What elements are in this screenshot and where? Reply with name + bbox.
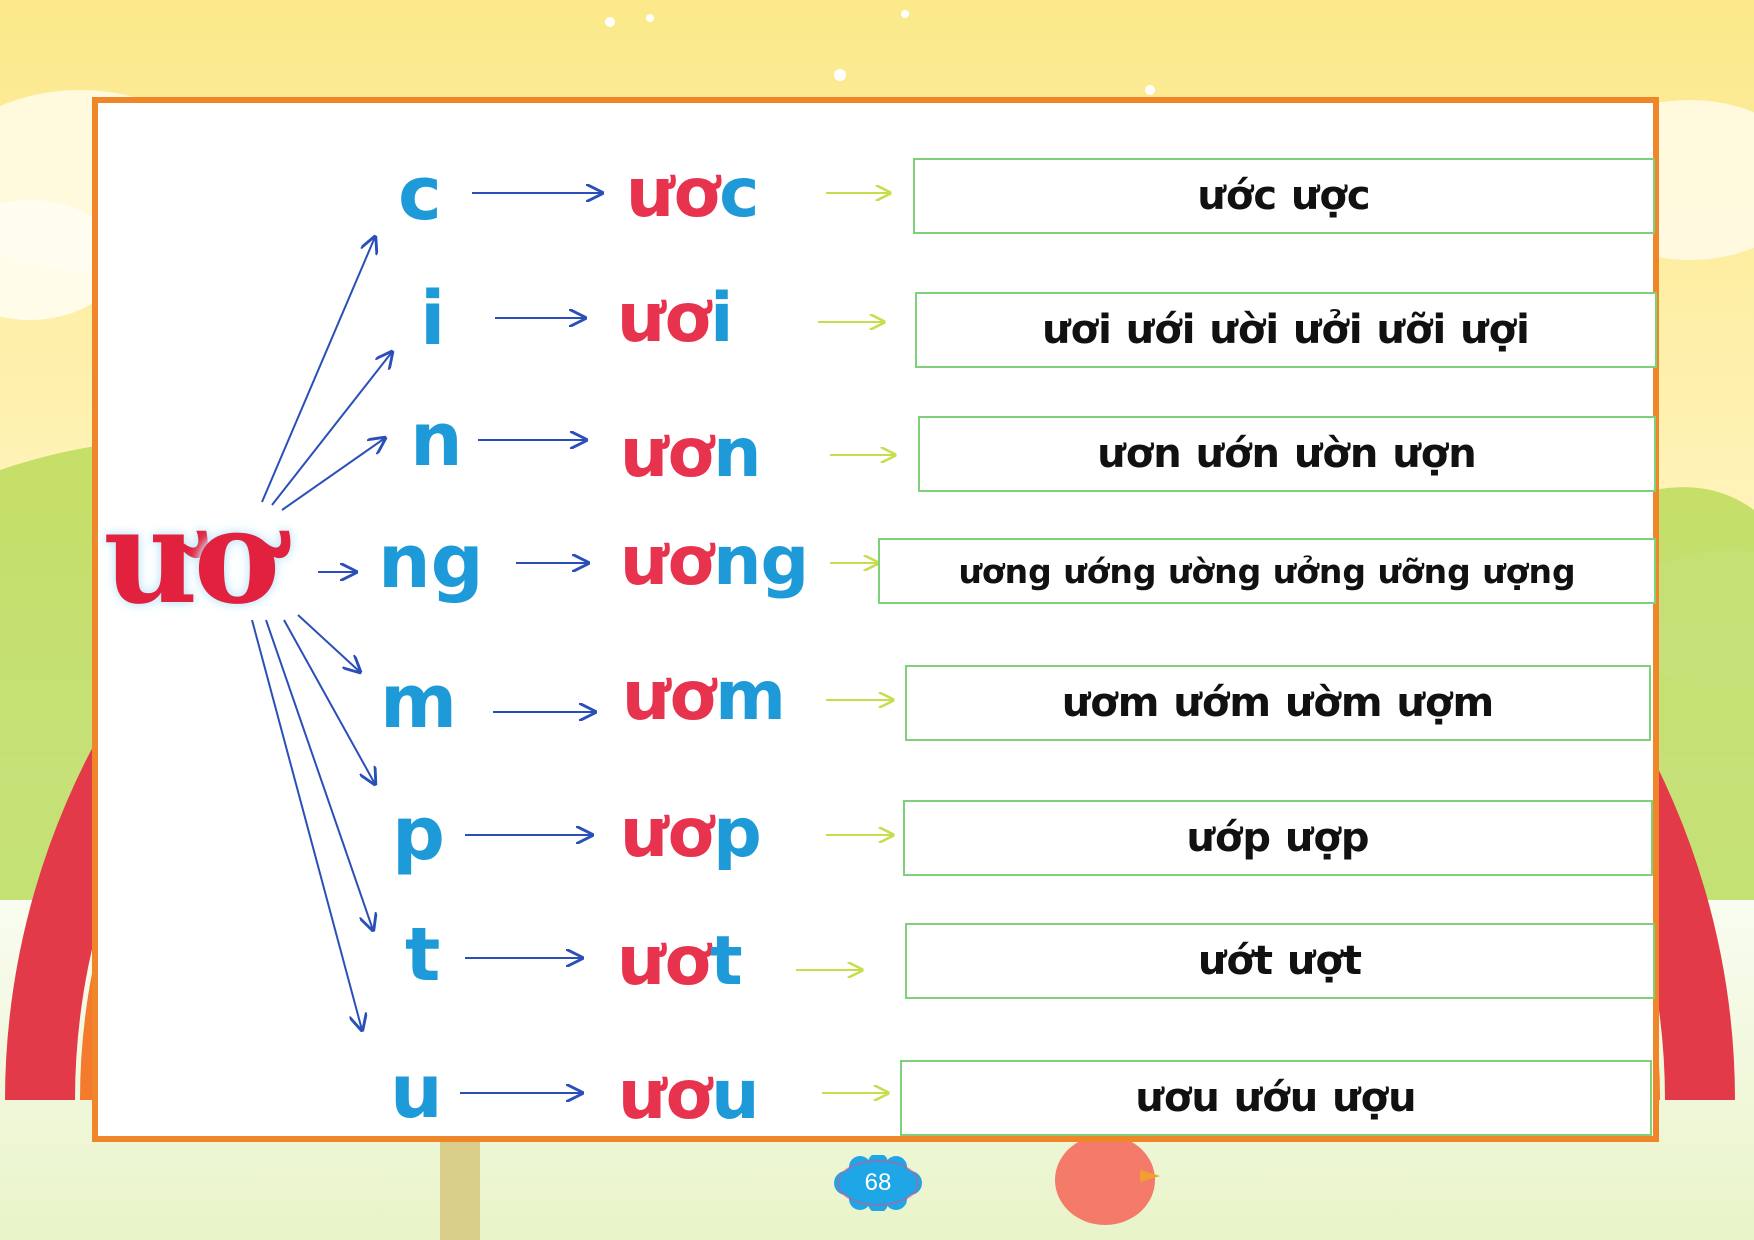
page-number-badge: 68 (830, 1155, 926, 1211)
root-vowel-o: ơ (193, 480, 281, 633)
final-consonant-t: t (405, 912, 441, 998)
rhyme-uon: ươn (620, 414, 762, 493)
rhyme-uong: ương (620, 522, 809, 601)
final-consonant-c: c (398, 151, 442, 237)
rhyme-uoc: ươc (626, 154, 759, 233)
word-box-uon: ươn ướn ườn ượn (918, 416, 1656, 492)
final-consonant-i: i (420, 276, 446, 362)
final-consonant-m: m (380, 659, 458, 745)
root-vowel-u: ư (103, 480, 198, 633)
rhyme-uom: ươm (622, 657, 786, 736)
word-box-uoi: ươi ưới ười ưởi ưỡi ượi (915, 292, 1657, 368)
final-consonant-p: p (392, 791, 445, 877)
word-box-uou: ươu ướu ượu (900, 1060, 1652, 1136)
word-box-uong: ương ướng ường ưởng ưỡng ượng (878, 538, 1656, 604)
word-box-uoc: ước ược (913, 158, 1655, 234)
page-number: 68 (864, 1169, 892, 1196)
final-consonant-ng: ng (378, 519, 484, 605)
final-consonant-u: u (390, 1049, 443, 1135)
rhyme-uop: ươp (620, 794, 762, 873)
word-box-uom: ươm ướm ườm ượm (905, 665, 1651, 741)
final-consonant-n: n (410, 397, 463, 483)
word-box-uot: ướt ượt (905, 923, 1655, 999)
root-vowel: ươ (103, 492, 280, 622)
rhyme-uot: ươt (617, 922, 743, 1001)
flower-badge-icon (834, 1155, 922, 1211)
word-box-uop: ướp ượp (903, 800, 1653, 876)
rhyme-uoi: ươi (617, 279, 733, 358)
rhyme-uou: ươu (618, 1056, 760, 1135)
